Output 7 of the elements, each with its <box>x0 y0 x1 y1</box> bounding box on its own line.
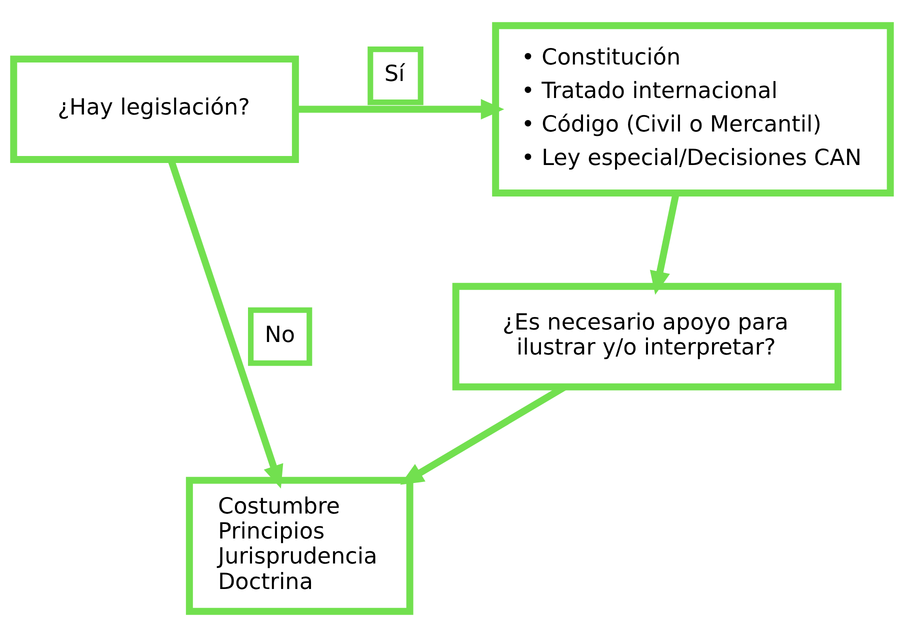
node-box: ¿Hay legislación? <box>10 56 299 163</box>
node-box: • Constitución • Tratado internacional • Código (Civil o Mercantil) • Ley especial/Decisiones CAN <box>492 22 894 196</box>
arrow <box>296 99 504 120</box>
edge-label: No <box>264 322 296 348</box>
edge-label: Sí <box>384 61 405 88</box>
node-box: Costumbre Principios Jurisprudencia Doctrina <box>186 476 414 615</box>
node-box: ¿Es necesario apoyo para ilustrar y/o interpretar? <box>452 282 842 390</box>
